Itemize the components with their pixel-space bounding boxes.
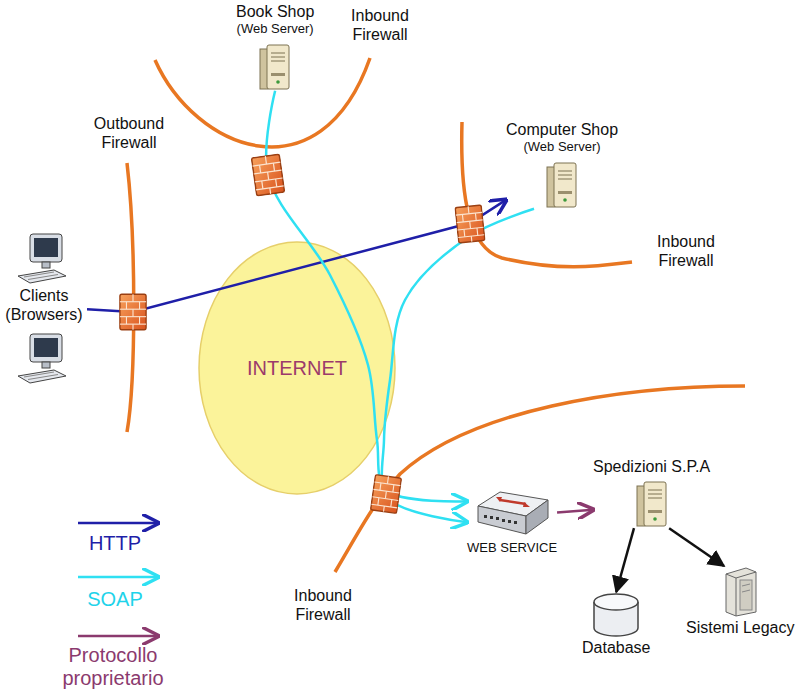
- network-cloud: INTERNET: [197, 240, 397, 496]
- system-node: Spedizioni S.P.A: [593, 457, 710, 528]
- firewall-icon: [455, 205, 485, 243]
- node-title: Database: [582, 638, 651, 657]
- firewall-label: Inbound Firewall: [644, 232, 728, 270]
- node-title: Book Shop: [236, 2, 314, 21]
- system-node: WEB SERVICE: [467, 486, 557, 556]
- server-icon: [257, 43, 293, 91]
- firewall-boundary: [127, 58, 745, 572]
- firewall-label: Outbound Firewall: [86, 114, 172, 152]
- db-icon: [591, 592, 641, 638]
- node-title: Computer Shop: [506, 120, 618, 139]
- legend-text: SOAP: [80, 588, 150, 611]
- node-title: WEB SERVICE: [467, 540, 557, 556]
- firewall-icon: [371, 475, 402, 514]
- firewall-boundary: [335, 386, 745, 572]
- system-node: Computer Shop(Web Server): [506, 120, 618, 209]
- node-subtitle: (Web Server): [524, 139, 601, 155]
- legend-sample-line: [78, 576, 158, 579]
- node-title: Clients (Browsers): [1, 286, 87, 324]
- system-node: Sistemi Legacy: [686, 566, 795, 637]
- data-connector: [616, 528, 634, 592]
- legend-sample-line: [78, 522, 158, 525]
- node-title: INTERNET: [247, 356, 347, 380]
- system-node: Book Shop(Web Server): [236, 2, 314, 91]
- soap-connector: [266, 91, 467, 502]
- firewall-boundary: [462, 122, 632, 267]
- node-title: Spedizioni S.P.A: [593, 457, 710, 476]
- proprietary-connector: [557, 510, 593, 513]
- legend-text: HTTP: [80, 532, 150, 555]
- ws-icon: [472, 486, 552, 540]
- firewall-icon: [120, 294, 146, 329]
- comp-icon: [14, 332, 74, 386]
- system-node: Database: [582, 592, 651, 657]
- legacy-icon: [720, 566, 760, 618]
- data-connector: [669, 528, 724, 566]
- node-subtitle: (Web Server): [237, 21, 314, 37]
- firewall-icon: [251, 154, 284, 196]
- cloud-shape: [199, 242, 395, 494]
- system-node: Clients (Browsers): [1, 232, 87, 386]
- server-icon: [544, 161, 580, 209]
- comp-icon: [14, 232, 74, 286]
- firewall-label: Inbound Firewall: [338, 6, 422, 44]
- server-icon: [634, 480, 670, 528]
- legend-sample-line: [78, 635, 158, 638]
- node-title: Sistemi Legacy: [686, 618, 795, 637]
- firewall-label: Inbound Firewall: [280, 586, 366, 624]
- legend-text: Protocollo proprietario: [52, 644, 174, 690]
- soap-connector: [382, 209, 534, 522]
